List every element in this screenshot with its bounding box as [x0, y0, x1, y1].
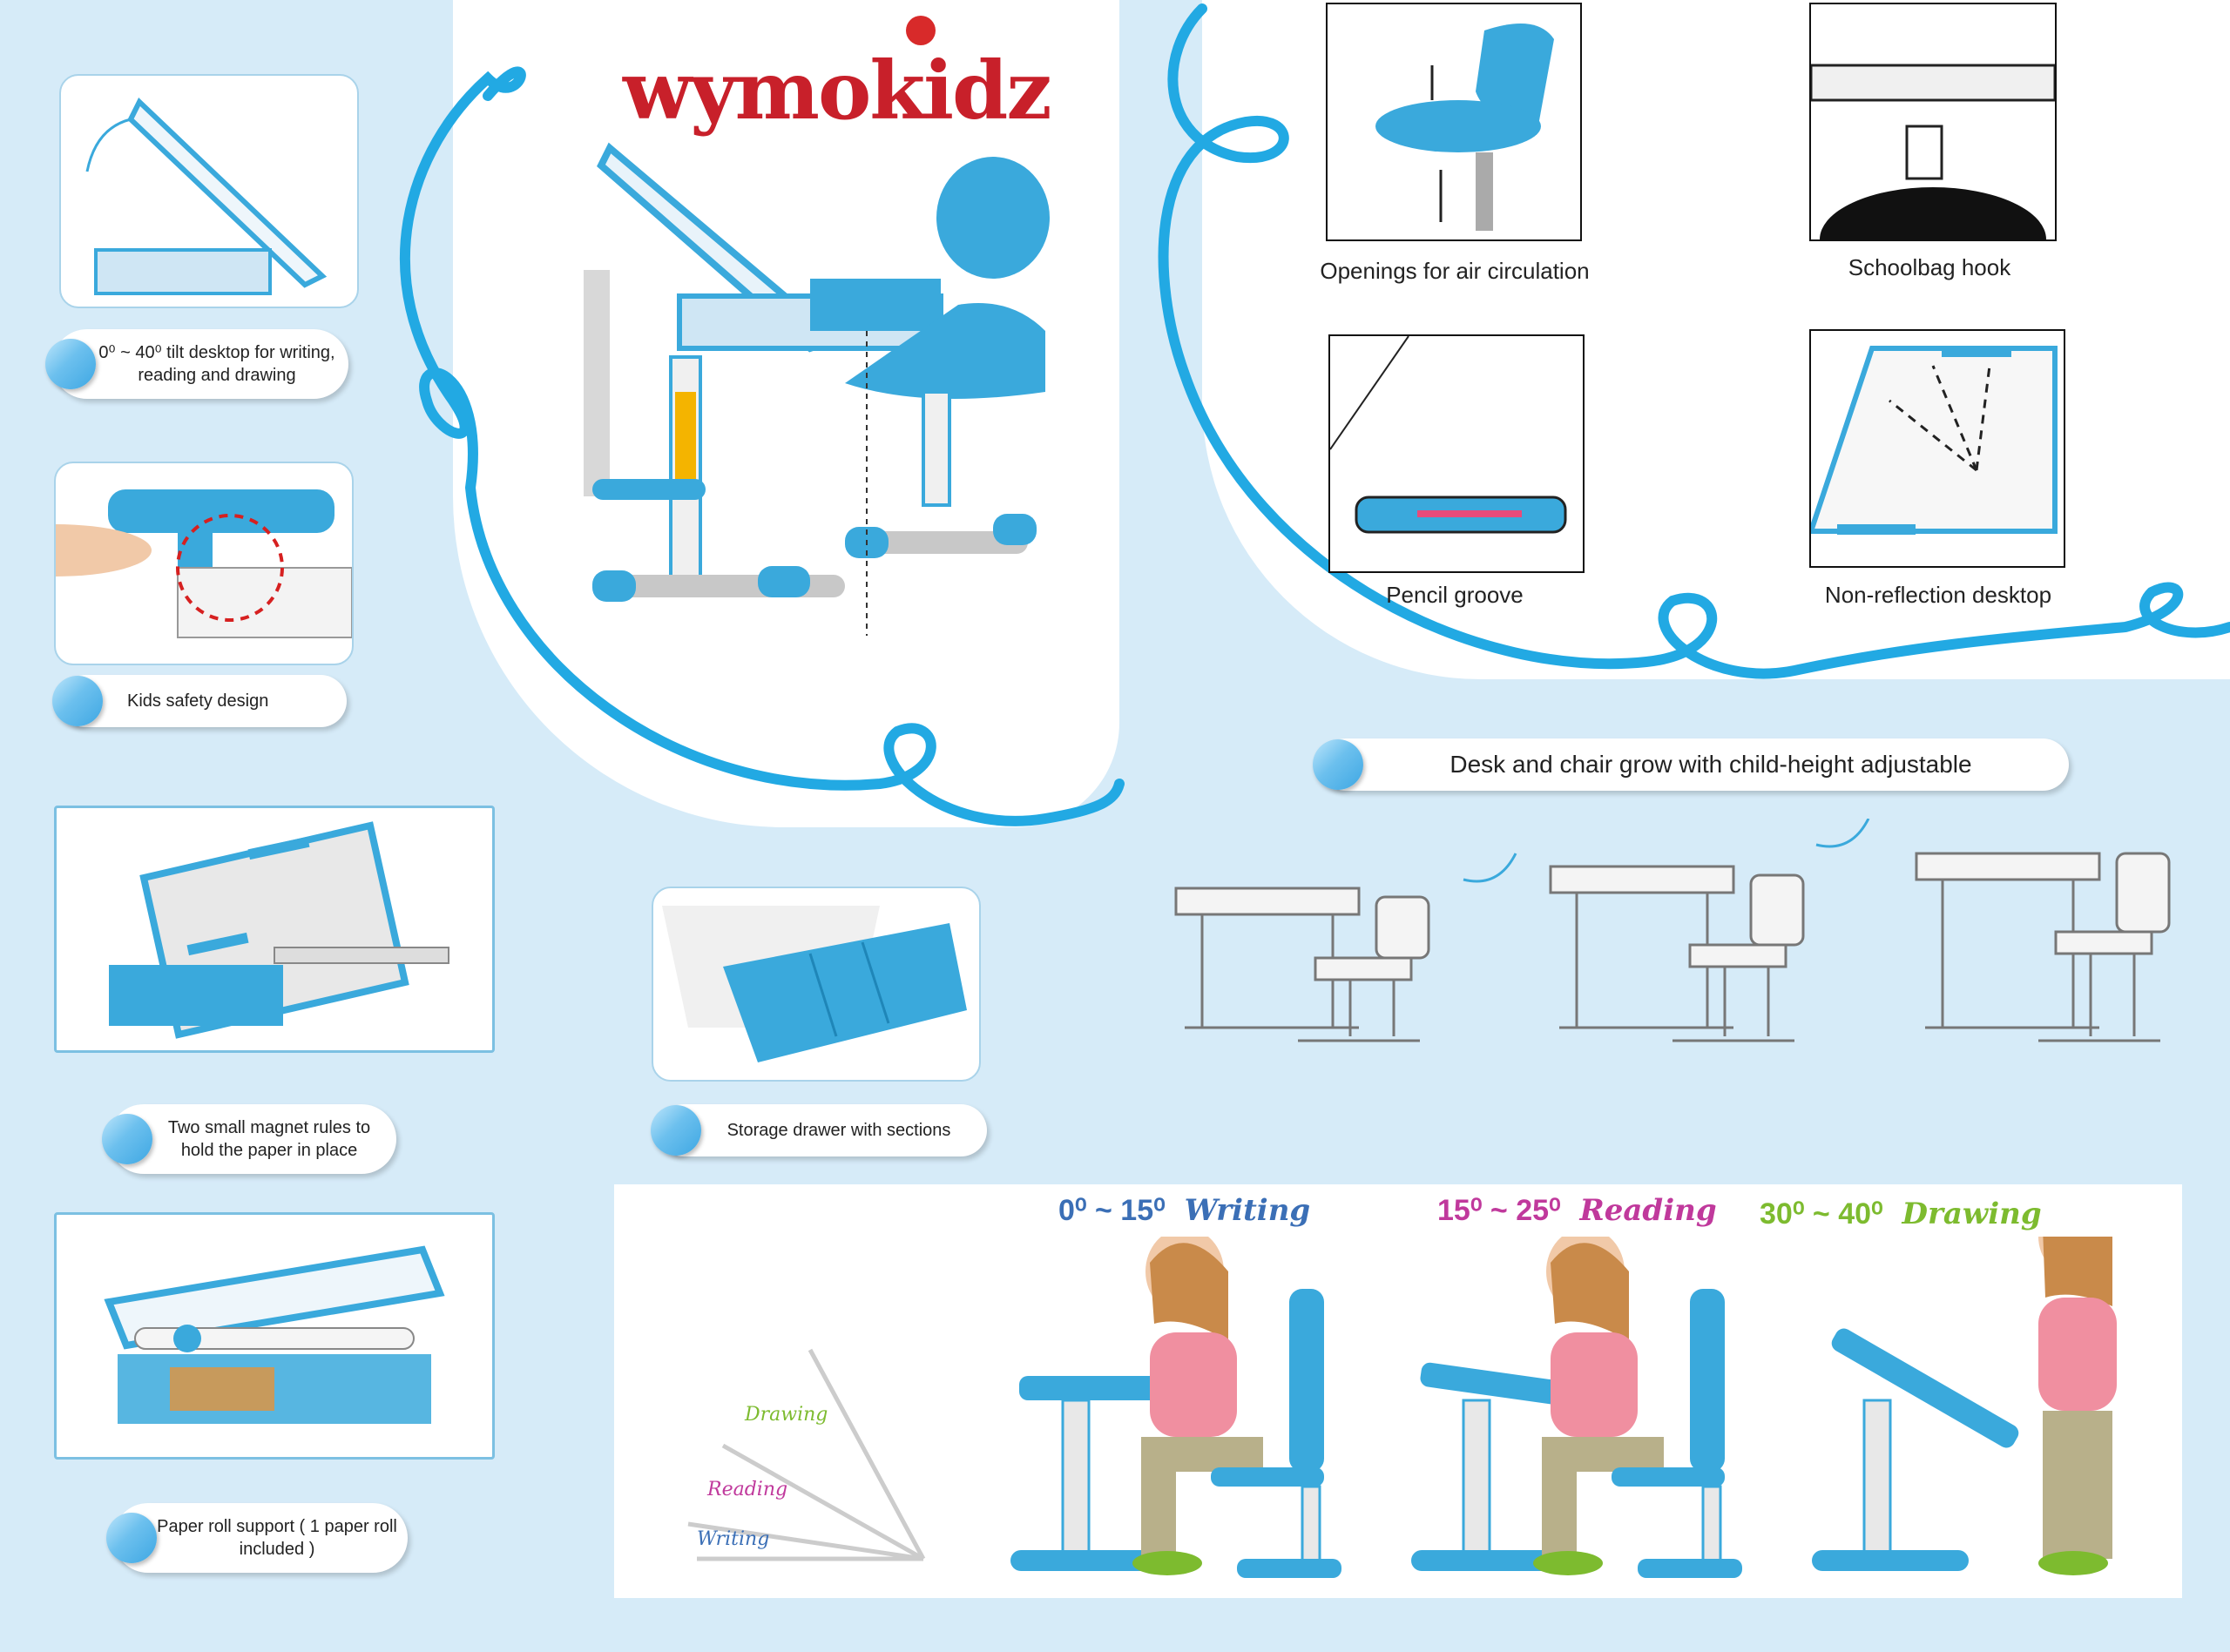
- bullet-icon: [102, 1114, 152, 1164]
- fan-label-writing: Writing: [697, 1528, 770, 1550]
- non-reflection-image: [1807, 329, 2065, 568]
- pencil-groove-image: [1328, 334, 1585, 573]
- tilt-desktop-caption: 0⁰ ~ 40⁰ tilt desktop for writing, readi…: [45, 329, 348, 399]
- storage-drawer-image: [652, 887, 981, 1082]
- safety-design-image: [54, 462, 354, 665]
- fan-label-reading: Reading: [707, 1479, 788, 1500]
- bullet-icon: [106, 1513, 157, 1563]
- reading-mode-heading: 15⁰ ~ 25⁰ Reading: [1437, 1193, 1717, 1228]
- storage-drawer-caption: Storage drawer with sections: [651, 1104, 987, 1156]
- usage-modes-illustration: [1010, 1237, 2117, 1578]
- logo-text: wymokidz: [623, 44, 1052, 138]
- brand-logo: wymokidz: [623, 44, 1052, 138]
- bullet-icon: [52, 676, 103, 726]
- safety-design-caption: Kids safety design: [52, 675, 347, 727]
- bullet-icon: [45, 339, 96, 389]
- pencil-groove-caption: Pencil groove: [1386, 582, 1524, 608]
- fan-label-drawing: Drawing: [745, 1404, 828, 1426]
- schoolbag-hook-image: [1809, 3, 2057, 292]
- drawing-mode-heading: 30⁰ ~ 40⁰ Drawing: [1760, 1197, 2042, 1231]
- magnet-rules-image: [54, 806, 495, 1053]
- height-adjustable-caption: Desk and chair grow with child-height ad…: [1313, 738, 2069, 791]
- magnet-rules-caption: Two small magnet rules to hold the paper…: [102, 1104, 396, 1174]
- writing-scene: [1010, 1237, 1341, 1578]
- reading-scene: [1411, 1237, 1742, 1578]
- bullet-icon: [1313, 739, 1363, 790]
- schoolbag-hook-caption: Schoolbag hook: [1848, 254, 2011, 280]
- paper-roll-caption: Paper roll support ( 1 paper roll includ…: [106, 1503, 408, 1573]
- angle-fan-diagram: [687, 1348, 926, 1561]
- writing-mode-heading: 0⁰ ~ 15⁰ Writing: [1058, 1193, 1311, 1228]
- bullet-icon: [651, 1105, 701, 1156]
- drawing-scene: [1812, 1237, 2117, 1575]
- air-circulation-caption: Openings for air circulation: [1320, 258, 1590, 284]
- tilt-desktop-image: [59, 74, 359, 308]
- non-reflection-caption: Non-reflection desktop: [1824, 582, 2052, 608]
- paper-roll-image: [54, 1212, 495, 1460]
- hero-desk-image: [584, 142, 1050, 636]
- air-circulation-image: [1326, 3, 1582, 241]
- center-panel: [453, 0, 1119, 827]
- logo-smile-icon: [906, 16, 936, 45]
- height-adjust-sequence-image: [1174, 819, 2171, 1042]
